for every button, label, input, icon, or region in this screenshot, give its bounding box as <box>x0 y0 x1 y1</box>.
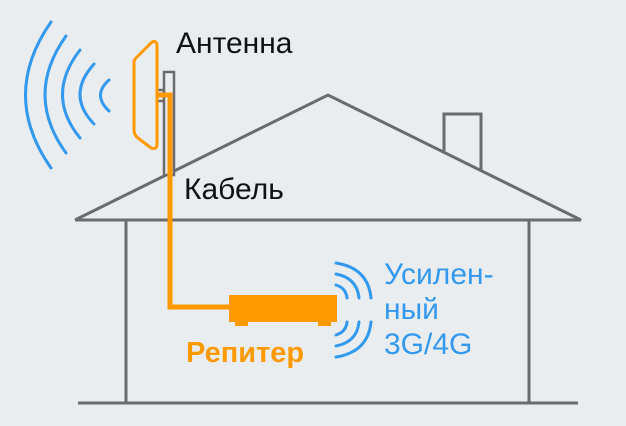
repeater-device-icon <box>229 295 337 326</box>
cable <box>157 92 230 310</box>
repeater-label: Репитер <box>186 337 305 369</box>
signal-waves-icon <box>334 261 373 359</box>
house <box>74 93 582 405</box>
chimney <box>442 112 483 170</box>
roof <box>74 93 582 222</box>
cable-label: Кабель <box>184 173 284 206</box>
signal-label-line-2: ный <box>384 293 439 326</box>
amplified-signal-label: Усилен- ный 3G/4G <box>384 257 494 362</box>
antenna-label: Антенна <box>176 27 293 60</box>
signal-label-line-3: 3G/4G <box>384 328 473 361</box>
signal-label-line-1: Усилен- <box>384 258 494 291</box>
panel-antenna-icon <box>132 40 159 150</box>
signal-waves-icon <box>24 20 111 170</box>
